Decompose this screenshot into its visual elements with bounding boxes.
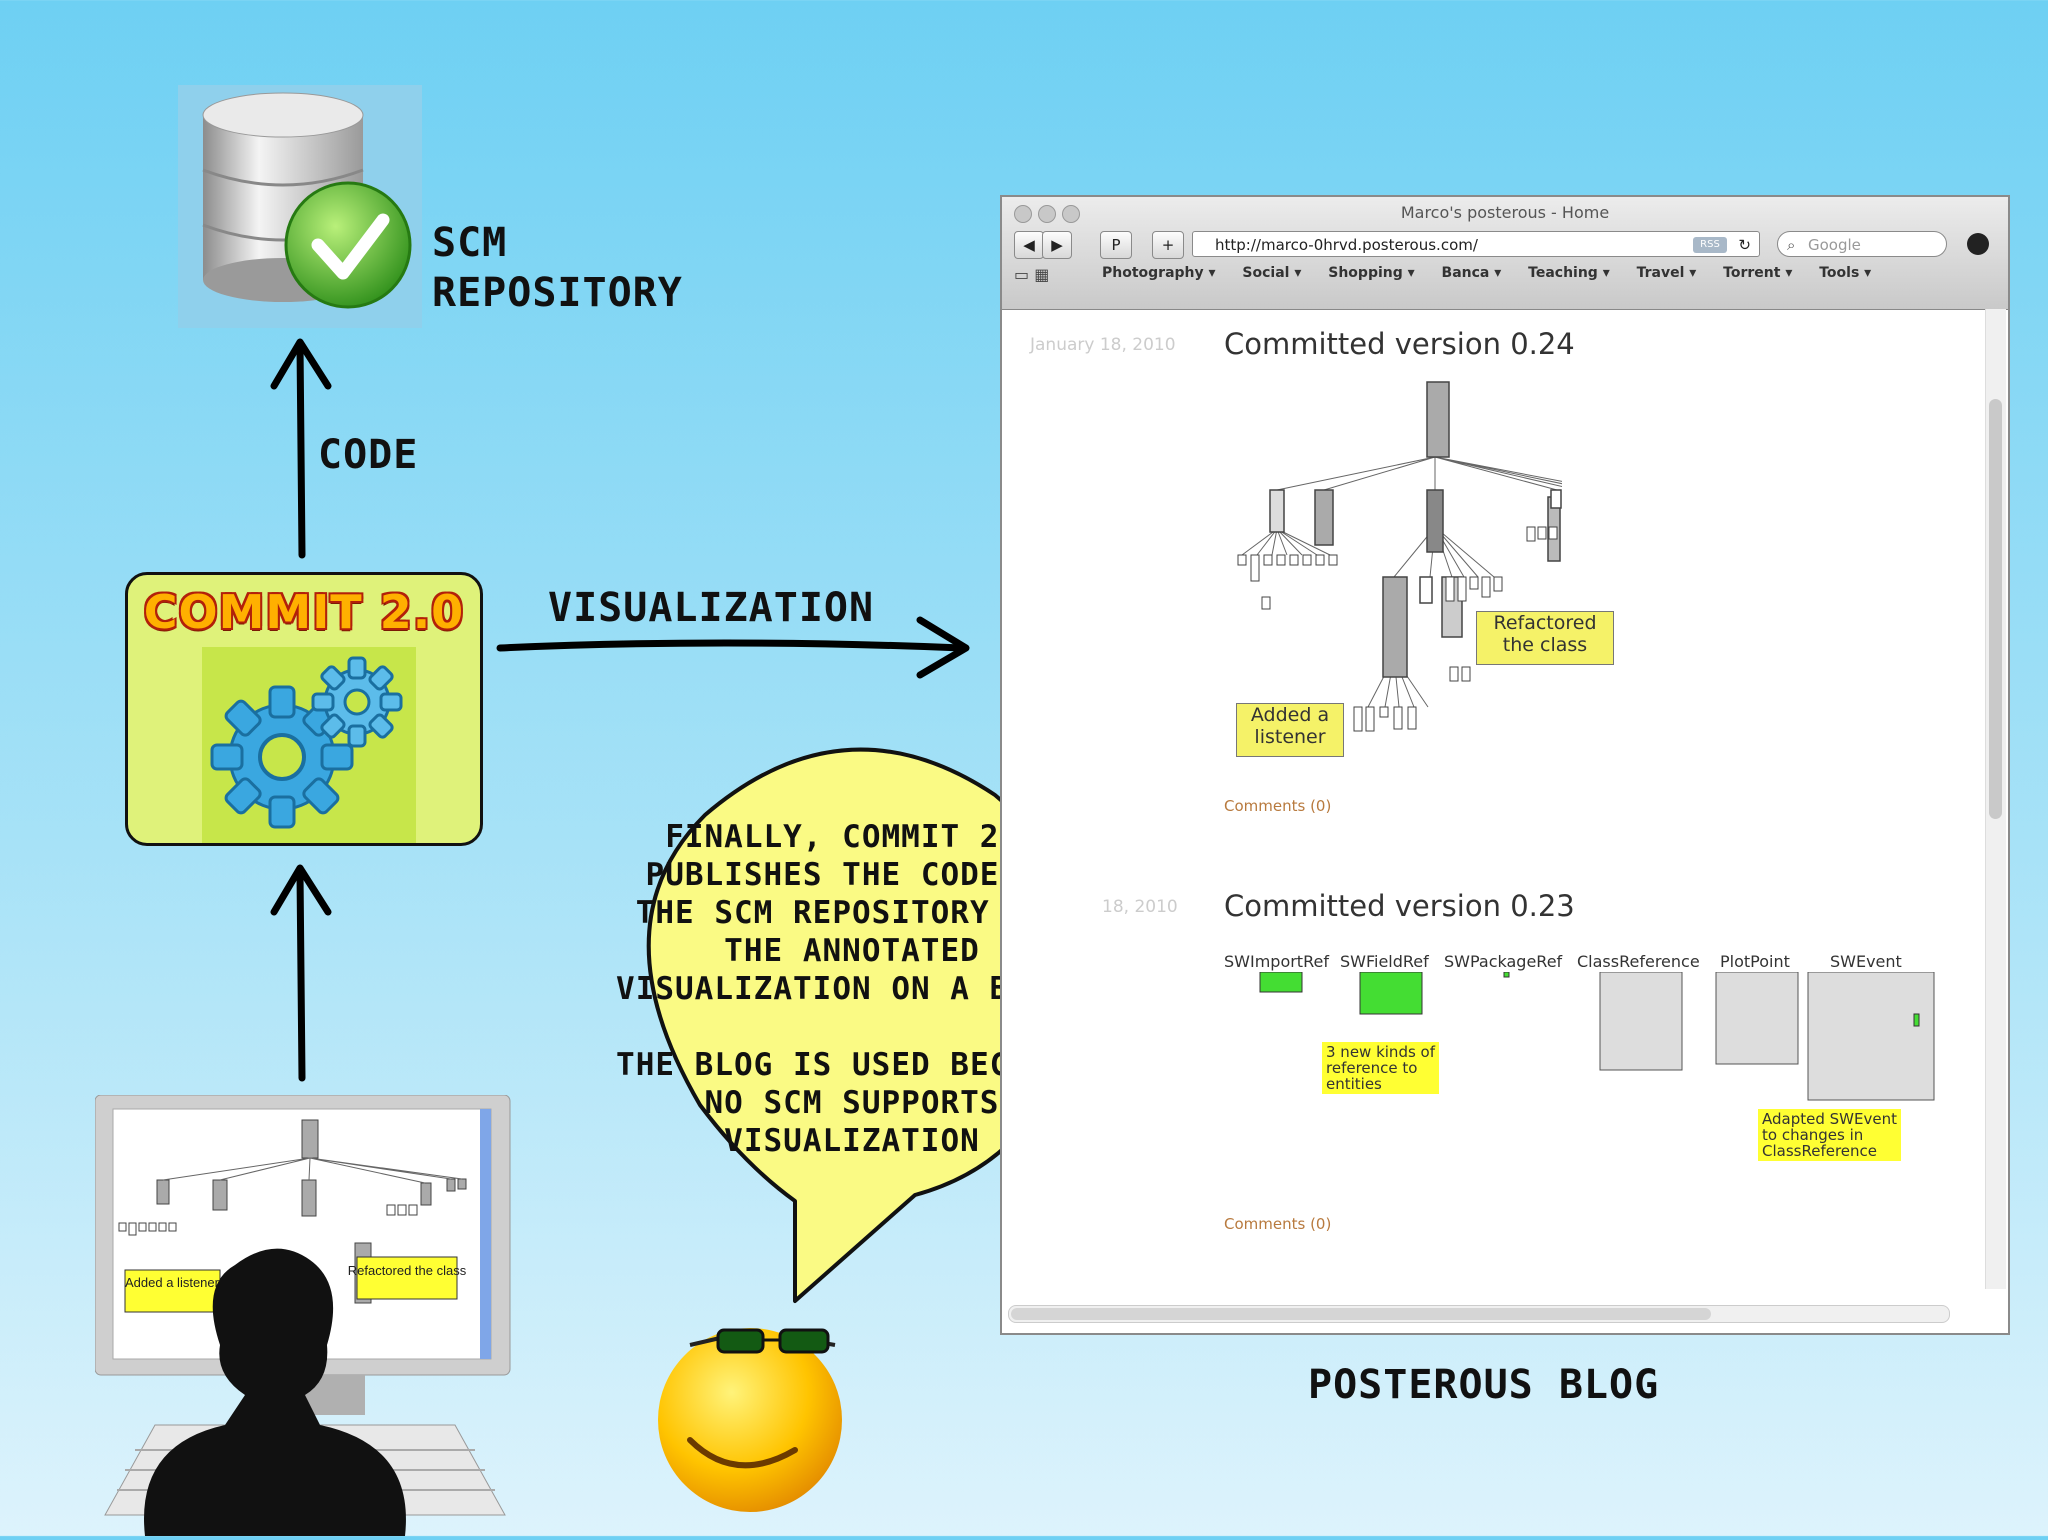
class-name: SWImportRef <box>1224 952 1329 971</box>
checkmark-icon <box>284 181 412 309</box>
bookmarks-book-icon[interactable]: ▭ ▦ <box>1014 265 1050 284</box>
bookmark-social[interactable]: Social ▾ <box>1242 265 1302 281</box>
class-tree-visualization <box>1237 381 1562 732</box>
scm-repository-label: SCM REPOSITORY <box>432 220 683 316</box>
class-blocks-visualization <box>1259 972 1935 1101</box>
commit-tool-box: COMMIT 2.0 <box>125 572 483 846</box>
search-icon: ⌕ <box>1787 236 1796 254</box>
posterous-browser-window: Marco's posterous - Home ◀ ▶ P + http://… <box>1000 195 2010 1335</box>
class-name: ClassReference <box>1577 952 1700 971</box>
developer-workstation: Added a listener Refactored the class <box>94 1094 515 1536</box>
add-bookmark-button[interactable]: + <box>1152 231 1184 259</box>
posterous-bookmarklet-button[interactable]: P <box>1100 231 1132 259</box>
window-title: Marco's posterous - Home <box>1400 203 1610 222</box>
bookmark-teaching[interactable]: Teaching ▾ <box>1528 265 1610 281</box>
gears-icon <box>210 656 403 829</box>
post-title[interactable]: Committed version 0.24 <box>1224 327 1575 361</box>
monitor-note-refactored: Refactored the class <box>348 1263 467 1278</box>
activity-icon[interactable] <box>1967 233 1989 255</box>
code-label: CODE <box>318 432 419 478</box>
bookmark-torrent[interactable]: Torrent ▾ <box>1723 265 1793 281</box>
url-field[interactable]: http://marco-0hrvd.posterous.com/ RSS ↻ <box>1192 231 1760 257</box>
reload-icon[interactable]: ↻ <box>1738 236 1751 254</box>
close-window-button[interactable] <box>1014 205 1032 223</box>
bookmark-photography[interactable]: Photography ▾ <box>1102 265 1216 281</box>
code-arrow <box>296 341 306 559</box>
class-name: PlotPoint <box>1720 952 1790 971</box>
posterous-blog-label: POSTEROUS BLOG <box>1308 1362 1660 1408</box>
comments-link[interactable]: Comments (0) <box>1224 797 1332 815</box>
search-field[interactable]: ⌕ Google <box>1777 231 1947 257</box>
post-title[interactable]: Committed version 0.23 <box>1224 889 1575 923</box>
monitor-icon: Added a listener Refactored the class <box>94 1094 511 1536</box>
minimize-window-button[interactable] <box>1038 205 1056 223</box>
smiley-icon <box>658 1328 842 1512</box>
post-date: 18, 2010 <box>1102 897 1178 917</box>
zoom-window-button[interactable] <box>1062 205 1080 223</box>
bookmark-shopping[interactable]: Shopping ▾ <box>1328 265 1415 281</box>
browser-toolbar: Marco's posterous - Home ◀ ▶ P + http://… <box>1002 197 2008 310</box>
hscroll-thumb[interactable] <box>1011 1308 1711 1320</box>
bookmarks-bar: Photography ▾ Social ▾ Shopping ▾ Banca … <box>1102 265 1893 281</box>
monitor-note-added: Added a listener <box>125 1275 220 1290</box>
vertical-scrollbar[interactable] <box>1985 309 2006 1289</box>
scrollbar-thumb[interactable] <box>1989 399 2002 819</box>
forward-button[interactable]: ▶ <box>1042 231 1072 259</box>
bookmark-tools[interactable]: Tools ▾ <box>1819 265 1872 281</box>
commit-gears-panel <box>202 647 416 843</box>
visualization-label: VISUALIZATION <box>548 585 875 631</box>
class-name: SWEvent <box>1830 952 1902 971</box>
rss-badge[interactable]: RSS <box>1693 237 1727 253</box>
post-date: January 18, 2010 <box>1030 335 1176 355</box>
commit-logo: COMMIT 2.0 <box>143 585 465 639</box>
bookmark-banca[interactable]: Banca ▾ <box>1441 265 1502 281</box>
class-name: SWFieldRef <box>1340 952 1429 971</box>
bookmark-travel[interactable]: Travel ▾ <box>1636 265 1697 281</box>
scm-repository-image <box>178 85 422 328</box>
comments-link[interactable]: Comments (0) <box>1224 1215 1332 1233</box>
database-icon <box>202 92 412 309</box>
back-button[interactable]: ◀ <box>1014 231 1044 259</box>
person-silhouette-icon <box>144 1248 406 1536</box>
user-to-commit-arrow <box>296 869 306 1082</box>
horizontal-scrollbar[interactable] <box>1008 1305 1950 1323</box>
visualization-arrow <box>496 639 966 652</box>
class-name: SWPackageRef <box>1444 952 1563 971</box>
